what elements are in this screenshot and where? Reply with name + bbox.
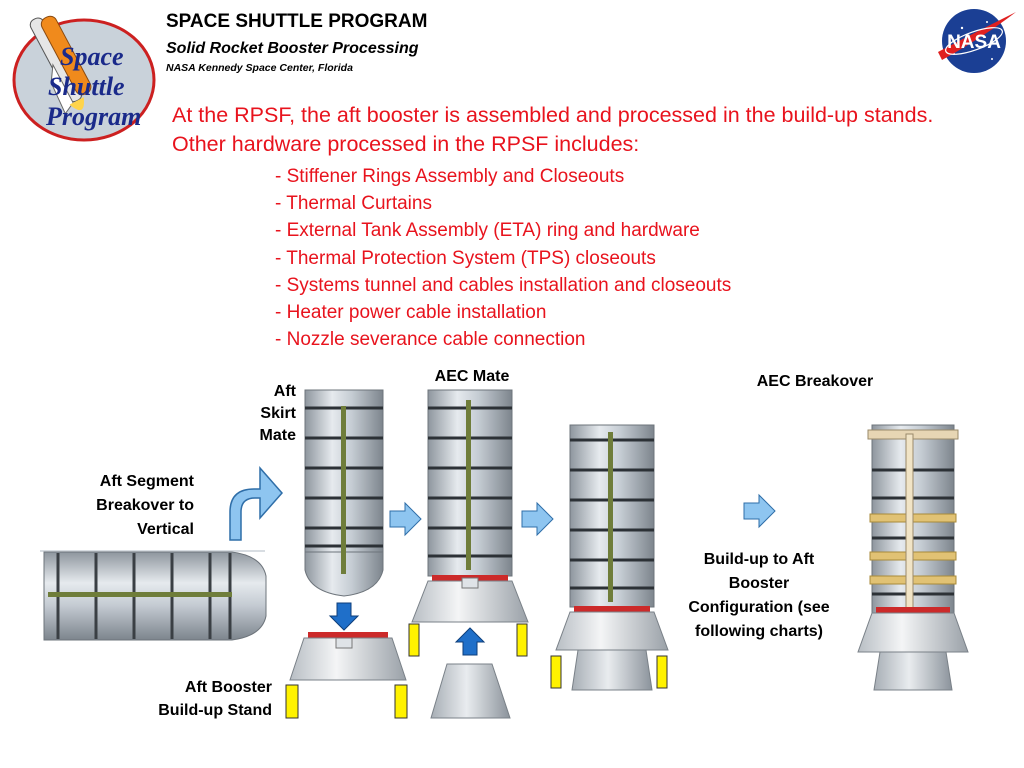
final-aft-booster (857, 424, 969, 691)
svg-text:NASA: NASA (947, 32, 1001, 53)
aft-skirt-stand (285, 632, 408, 719)
program-subtitle: Solid Rocket Booster Processing (166, 40, 419, 57)
aft-booster-stand-label: Aft Booster Build-up Stand (158, 679, 272, 719)
right-arrow-icon (521, 501, 554, 537)
list-item: - Thermal Curtains (275, 193, 432, 215)
aec-breakover-booster (550, 424, 669, 691)
hardware-list: - Stiffener Rings Assembly and Closeouts… (275, 163, 731, 353)
aec-nozzle (430, 663, 511, 719)
buildup-configuration-label: Build-up to Aft Booster Configuration (s… (688, 551, 830, 640)
nasa-logo: NASA (932, 4, 1018, 76)
svg-text:Program: Program (45, 102, 141, 131)
aec-mate-label: AEC Mate (434, 368, 510, 385)
list-item: - Stiffener Rings Assembly and Closeouts (275, 166, 625, 187)
svg-text:Space: Space (60, 42, 124, 71)
right-arrow-icon (743, 493, 776, 529)
svg-text:Shuttle: Shuttle (48, 72, 125, 101)
right-arrow-icon (389, 501, 422, 537)
down-arrow-icon (328, 602, 360, 631)
list-item: - Thermal Protection System (TPS) closeo… (275, 247, 656, 269)
program-title: SPACE SHUTTLE PROGRAM (166, 11, 428, 32)
list-item: - External Tank Assembly (ETA) ring and … (275, 220, 700, 242)
breakover-curved-arrow (229, 466, 283, 541)
aec-mate-booster (408, 389, 529, 657)
aft-segment-horizontal (40, 550, 267, 641)
list-item: - Systems tunnel and cables installation… (275, 274, 732, 296)
list-item: - Heater power cable installation (275, 302, 547, 324)
aft-skirt-mate-label: Aft Skirt Mate (259, 383, 296, 444)
up-arrow-icon (454, 627, 486, 656)
space-shuttle-program-logo: Space Shuttle Program (10, 8, 160, 144)
aft-segment-breakover-label: Aft Segment Breakover to Vertical (96, 473, 194, 538)
aec-breakover-label: AEC Breakover (756, 373, 874, 390)
aft-segment-vertical (304, 389, 384, 597)
program-location: NASA Kennedy Space Center, Florida (166, 62, 353, 74)
list-item: - Nozzle severance cable connection (275, 329, 586, 351)
intro-paragraph: At the RPSF, the aft booster is assemble… (172, 103, 934, 156)
